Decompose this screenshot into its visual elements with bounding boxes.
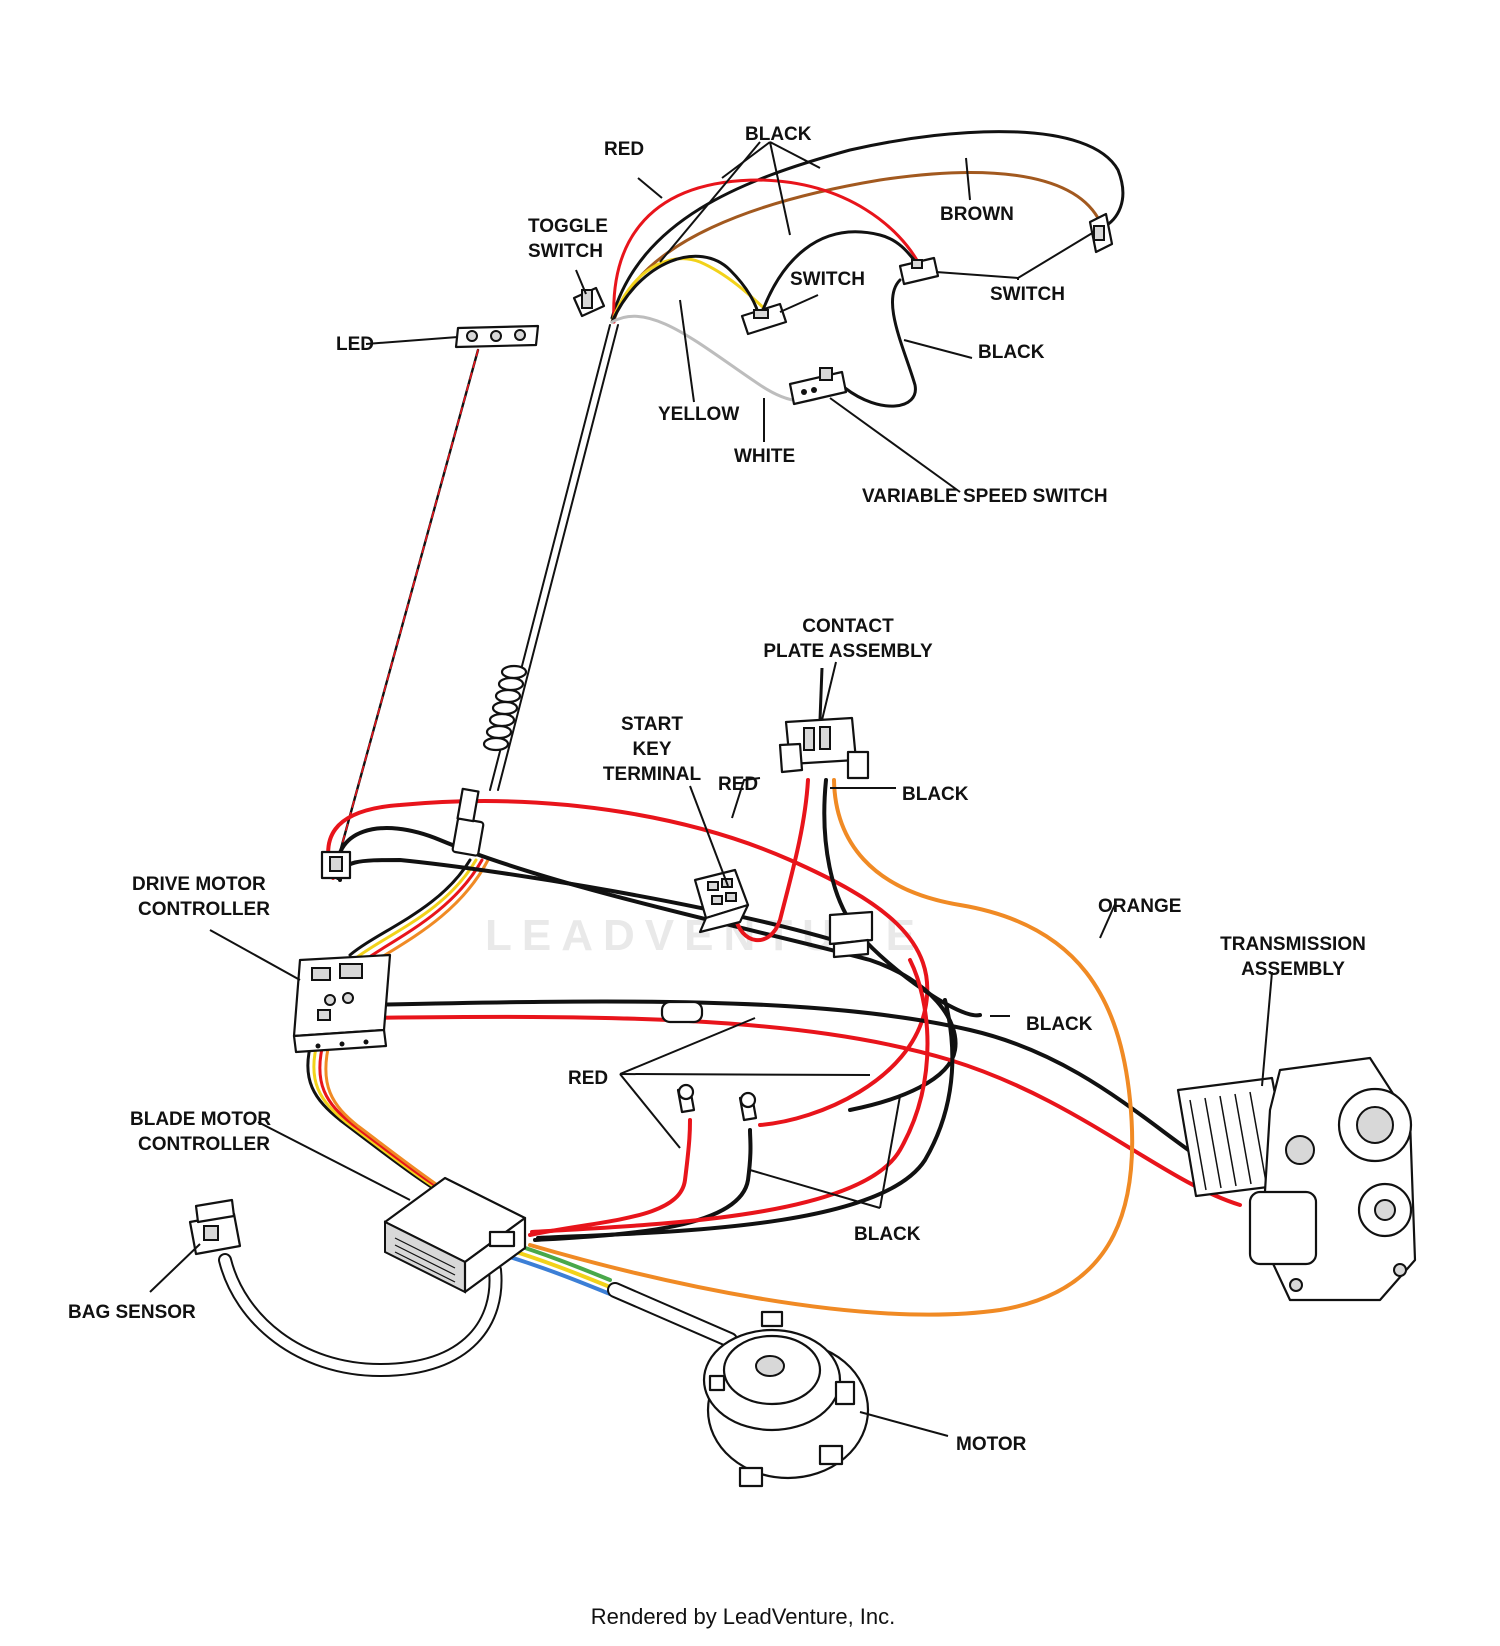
- wire-motor-blue: [498, 1252, 612, 1296]
- label-black-loop: BLACK: [1026, 1014, 1093, 1035]
- label-red-top: RED: [604, 139, 644, 160]
- wire-black-blade-drive: [536, 998, 955, 1240]
- ring-terminal-red: [676, 1083, 696, 1114]
- wire-red-top: [612, 178, 920, 324]
- wire-black-to-transmission: [358, 999, 1247, 1187]
- wire-harness-main-b: [497, 324, 619, 791]
- label-switch-mid: SWITCH: [790, 269, 865, 290]
- blade-motor-controller: [383, 1176, 527, 1294]
- leader-lines: [149, 141, 1273, 1437]
- blade-motor: [702, 1310, 870, 1488]
- led-connector: [320, 850, 352, 880]
- wire-harness-to-drive-yellow: [354, 858, 478, 960]
- wire-bag-sensor-inner: [220, 1255, 501, 1375]
- wire-red-big-loop: [326, 799, 930, 1127]
- wire-black-drive-key: [338, 858, 852, 947]
- ring-terminal-black: [738, 1091, 758, 1122]
- wire-motor-sleeve-inner: [609, 1284, 736, 1346]
- wire-black-varspeed: [843, 278, 917, 408]
- wire-orange: [528, 778, 1135, 1317]
- inline-splice: [660, 1000, 704, 1024]
- label-bag-sensor: BAG SENSOR: [68, 1302, 196, 1323]
- wire-red-contact: [733, 778, 810, 942]
- switch-right-1: [898, 256, 940, 286]
- wire-black-top-loop: [610, 130, 1125, 320]
- variable-speed-switch: [788, 367, 848, 406]
- wire-red-to-transmission: [358, 1014, 1242, 1207]
- wire-red-blade: [528, 1118, 692, 1237]
- drive-motor-controller: [292, 953, 392, 1054]
- footer-credit: Rendered by LeadVenture, Inc.: [591, 1604, 896, 1629]
- label-yellow: YELLOW: [658, 404, 739, 425]
- led-bar: [454, 324, 540, 349]
- wire-black-switch: [610, 254, 762, 324]
- label-black-top: BLACK: [745, 124, 812, 145]
- label-white: WHITE: [734, 446, 795, 467]
- wire-black-big-loop: [335, 826, 958, 1112]
- transmission-assembly: [1176, 1056, 1417, 1302]
- label-led: LED: [336, 334, 374, 355]
- label-black-right: BLACK: [978, 342, 1045, 363]
- switch-mid: [740, 302, 788, 336]
- label-switch-right: SWITCH: [990, 284, 1065, 305]
- key-connector: [828, 910, 874, 959]
- wire-brown: [612, 170, 1100, 322]
- wire-red-blade-drive: [530, 958, 930, 1234]
- contact-plate-assembly: [778, 667, 870, 780]
- wire-black-contact: [822, 778, 982, 1018]
- label-brown: BROWN: [940, 204, 1014, 225]
- label-black-contact: BLACK: [902, 784, 969, 805]
- start-key-terminal: [693, 868, 750, 934]
- toggle-switch: [572, 286, 606, 318]
- label-motor: MOTOR: [956, 1434, 1027, 1455]
- label-orange: ORANGE: [1098, 896, 1181, 917]
- wire-harness-to-drive-black: [348, 858, 472, 957]
- bag-sensor: [188, 1198, 242, 1256]
- label-variable-speed-switch: VARIABLE SPEED SWITCH: [862, 486, 1108, 507]
- wire-led-twisted-red: [339, 349, 479, 853]
- label-red-key: RED: [718, 774, 758, 795]
- label-black-bottom: BLACK: [854, 1224, 921, 1245]
- wire-black-switch2: [758, 230, 920, 320]
- harness-connector: [451, 787, 485, 857]
- harness-coil: [482, 664, 528, 752]
- label-red-center: RED: [568, 1068, 608, 1089]
- wire-harness-to-drive-red: [360, 858, 484, 964]
